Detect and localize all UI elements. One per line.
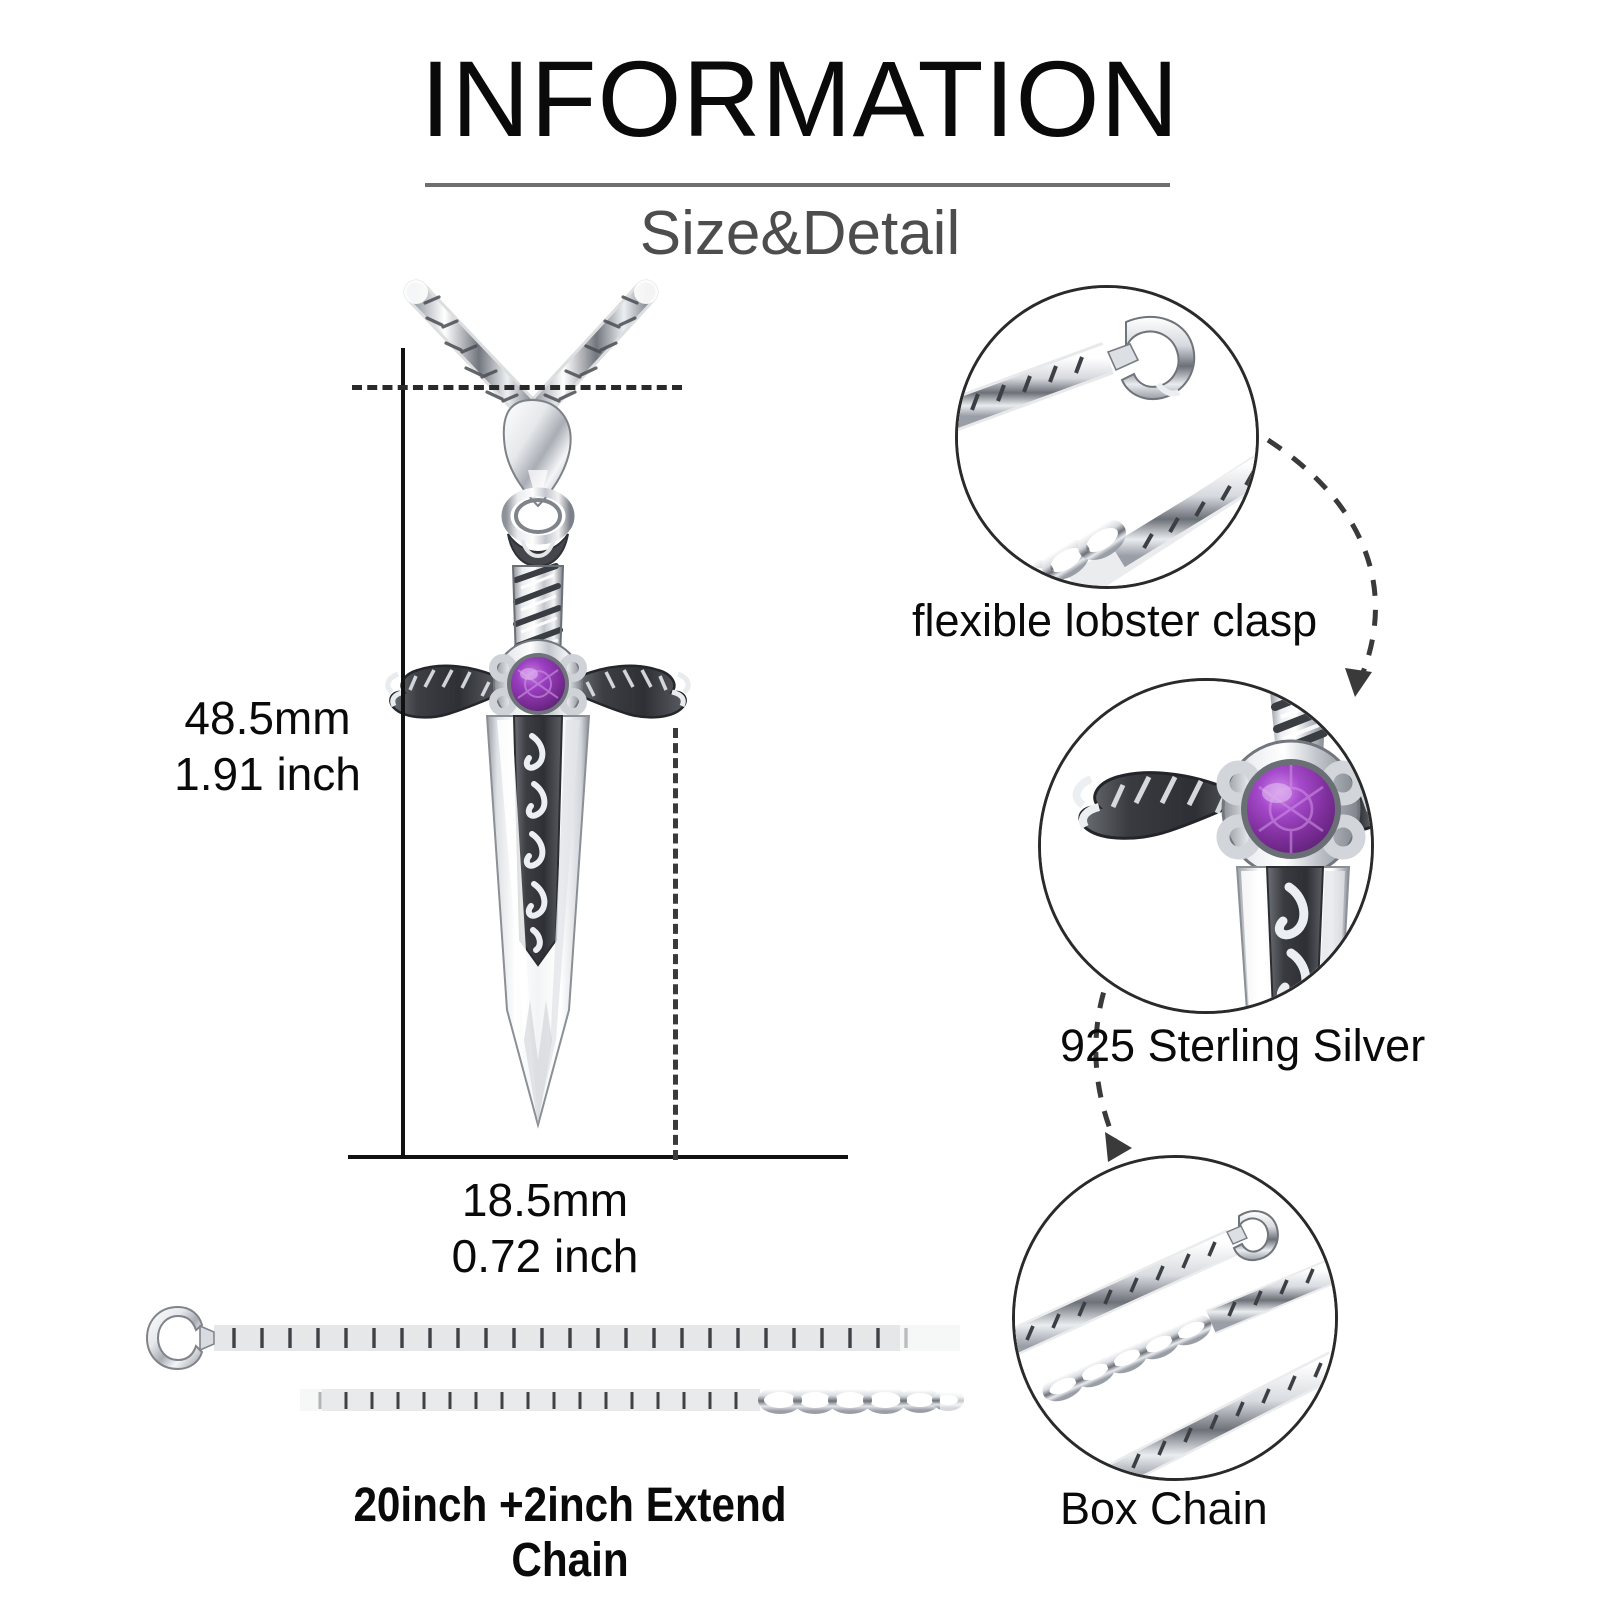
arrowhead-icon bbox=[1345, 668, 1372, 697]
chain-length-caption: 20inch +2inch Extend Chain bbox=[353, 1479, 787, 1587]
callout-circle-clasp bbox=[955, 285, 1259, 589]
width-dimension-baseline bbox=[348, 1155, 848, 1159]
arrowhead-icon bbox=[1105, 1132, 1132, 1162]
pendant-loop bbox=[501, 487, 575, 568]
title-divider bbox=[425, 183, 1170, 187]
height-inch: 1.91 inch bbox=[174, 748, 361, 801]
pendant-gem-setting bbox=[489, 639, 587, 729]
pendant-bail bbox=[502, 398, 572, 508]
height-mm: 48.5mm bbox=[184, 692, 351, 744]
silver-detail-image bbox=[1041, 681, 1371, 1011]
callout-label-box-chain: Box Chain bbox=[1060, 1483, 1268, 1534]
callout-label-silver: 925 Sterling Silver bbox=[1060, 1020, 1426, 1071]
page-subtitle: Size&Detail bbox=[639, 199, 961, 268]
lobster-clasp-icon bbox=[145, 1305, 215, 1371]
amethyst-gem bbox=[511, 657, 565, 711]
pendant-crossguard bbox=[385, 664, 691, 719]
necklace-chain bbox=[403, 279, 659, 425]
width-mm: 18.5mm bbox=[461, 1174, 629, 1226]
callout-label-clasp: flexible lobster clasp bbox=[912, 595, 1318, 646]
small-lobster-clasp-icon bbox=[1226, 1210, 1279, 1262]
width-dimension-label: 18.5mm 0.72 inch bbox=[400, 1172, 690, 1284]
clasp-detail-image bbox=[958, 288, 1256, 586]
callout-circle-box-chain bbox=[1012, 1155, 1338, 1481]
height-top-guide-dashed bbox=[352, 385, 682, 390]
full-chain-main bbox=[145, 1305, 970, 1371]
page-title: INFORMATION bbox=[420, 38, 1180, 159]
height-dimension-label: 48.5mm 1.91 inch bbox=[150, 690, 385, 802]
pendant-blade bbox=[485, 715, 591, 1129]
full-chain-extender bbox=[288, 1386, 974, 1416]
callout-circle-silver bbox=[1038, 678, 1374, 1014]
width-inch: 0.72 inch bbox=[451, 1230, 639, 1283]
pendant-grip bbox=[511, 563, 565, 667]
height-dimension-line bbox=[401, 348, 405, 1158]
width-right-guide-dashed bbox=[673, 728, 678, 1160]
box-chain-detail-image bbox=[1015, 1158, 1335, 1478]
